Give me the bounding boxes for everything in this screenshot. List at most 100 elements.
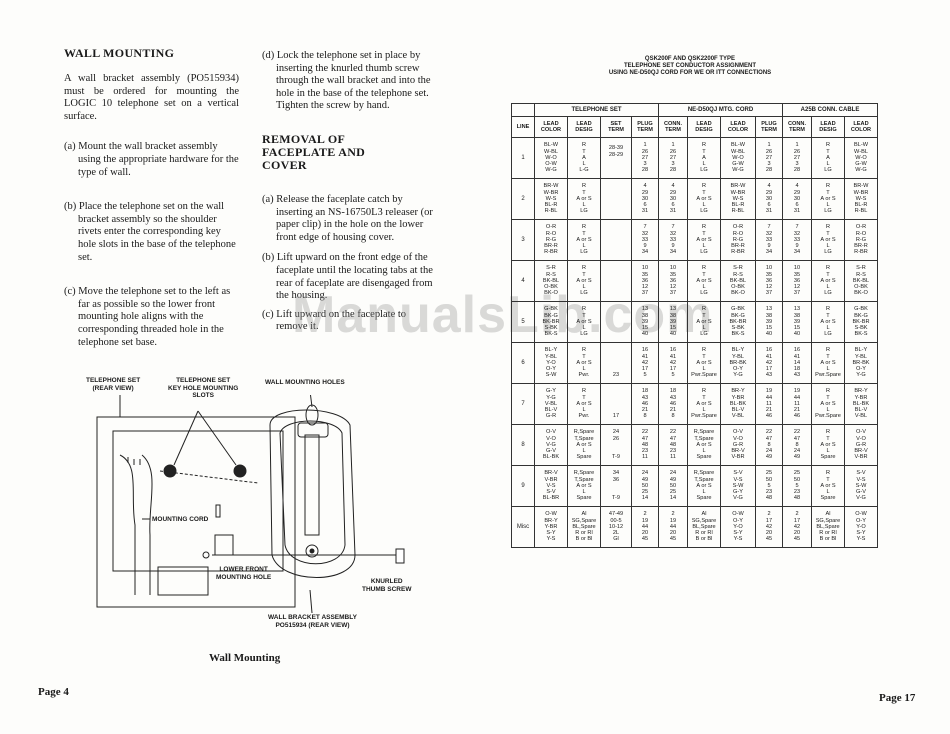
step-b-place: (b) Place the telephone set on the wall … (64, 201, 236, 263)
table-cell: O-W O-Y Y-O S-Y Y-S (720, 506, 756, 548)
step-d-lock: (d) Lock the telephone set in place by i… (262, 50, 431, 112)
key-hole-slot-right (233, 464, 247, 478)
table-cell: R,Spare T,Spare A or S L Spare (687, 465, 721, 507)
table-cell: G-BK BK-G BK-BR S-BK BK-S (720, 301, 756, 343)
table-cell: 16 41 14 18 43 (782, 342, 812, 384)
label-knurled-thumb-screw: KNURLED THUMB SCREW (362, 578, 412, 593)
table-cell: 13 38 39 15 40 (782, 301, 812, 343)
table-cell-line: 4 (511, 260, 535, 302)
left-column-2: (d) Lock the telephone set in place by i… (262, 50, 438, 334)
table-cell: R T A or S L Pwr.Spare (687, 342, 721, 384)
table-cell: BL-Y Y-BL BR-BK O-Y Y-G (844, 342, 878, 384)
col-lead-desig: LEAD DESIG (567, 116, 601, 138)
table-cell: 13 38 39 15 40 (631, 301, 659, 343)
col-plug-term-2: PLUG TERM (755, 116, 783, 138)
table-cell: R T A or S L LG (687, 301, 721, 343)
table-cell: 2 17 42 20 45 (782, 506, 812, 548)
col-plug-term: PLUG TERM (631, 116, 659, 138)
table-cell: R T A L L-G (567, 137, 601, 179)
table-cell: BL-W W-BL W-O O-W W-G (534, 137, 568, 179)
table-title: QSK200F AND QSK2200F TYPE TELEPHONE SET … (608, 56, 772, 76)
group-mtg-cord: NE-D50QJ MTG. CORD (658, 103, 783, 117)
table-cell: G-BK BK-G BK-BR S-BK BK-S (534, 301, 568, 343)
wall-mounting-diagram (96, 395, 405, 614)
table-cell: O-R R-O R-G BR-R R-BR (534, 219, 568, 261)
table-cell-line: 2 (511, 178, 535, 220)
col-lead-desig-2: LEAD DESIG (687, 116, 721, 138)
table-cell: 13 38 39 15 40 (755, 301, 783, 343)
table-cell: 47-49 00-5 10-12 2L Gl (600, 506, 632, 548)
table-cell: R T A L LG (687, 137, 721, 179)
table-cell: O-W O-Y Y-O S-Y Y-S (844, 506, 878, 548)
table-cell: BL-W W-BL W-O G-W W-G (844, 137, 878, 179)
table-cell: 7 32 33 9 34 (755, 219, 783, 261)
table-cell: R T A or S L Spare (811, 465, 845, 507)
table-cell: 4 29 30 6 31 (631, 178, 659, 220)
table-column-header-row: LINE LEAD COLOR LEAD DESIG SET TERM PLUG… (511, 116, 878, 138)
table-cell: 4 29 30 6 31 (658, 178, 688, 220)
table-cell: 2 19 44 20 45 (658, 506, 688, 548)
table-cell: 28-39 28-29 (600, 137, 632, 179)
table-cell: G-BK BK-G BK-BR S-BK BK-S (844, 301, 878, 343)
table-cell: G-Y Y-G V-BL BL-V G-R (534, 383, 568, 425)
table-cell (600, 178, 632, 220)
table-cell: 10 35 36 12 37 (658, 260, 688, 302)
group-telephone-set: TELEPHONE SET (534, 103, 659, 117)
left-column-1: WALL MOUNTING A wall bracket assembly (P… (64, 46, 239, 349)
table-cell: BL-Y Y-BL Y-O O-Y S-W (534, 342, 568, 384)
wall-mounting-heading: WALL MOUNTING (64, 46, 175, 60)
table-cell: 2 19 44 20 45 (631, 506, 659, 548)
table-cell: 16 41 42 17 5 (658, 342, 688, 384)
table-cell: 7 32 33 9 34 (658, 219, 688, 261)
table-cell: 1 26 27 3 28 (631, 137, 659, 179)
table-cell: R T A or S L LG (811, 260, 845, 302)
page-number-left: Page 4 (38, 686, 69, 698)
table-cell: R T A or S L Pwr.Spare (811, 342, 845, 384)
table-cell: O-R R-O R-G BR-R R-BR (720, 219, 756, 261)
table-cell-line: 5 (511, 301, 535, 343)
table-cell: BR-V V-BR V-S S-V BL-BR (534, 465, 568, 507)
label-telephone-set: TELEPHONE SET (REAR VIEW) (86, 377, 141, 392)
table-group-header-row: TELEPHONE SET NE-D50QJ MTG. CORD A25B CO… (511, 103, 878, 117)
table-cell: 1 26 27 3 28 (755, 137, 783, 179)
step-a-mount: (a) Mount the wall bracket assembly usin… (64, 141, 239, 178)
table-cell-line: 6 (511, 342, 535, 384)
step-c-move: (c) Move the telephone set to the left a… (64, 286, 231, 348)
label-wall-mounting-holes: WALL MOUNTING HOLES (265, 379, 345, 386)
removal-heading: REMOVAL OF FACEPLATE AND COVER (262, 131, 366, 172)
table-cell: 24 26 T-9 (600, 424, 632, 466)
table-cell: 22 47 48 23 11 (658, 424, 688, 466)
wall-mounting-intro: A wall bracket assembly (PO515934) must … (64, 73, 239, 122)
table-cell: R,Spare T,Spare A or S L Spare (567, 424, 601, 466)
page-number-right: Page 17 (879, 692, 916, 704)
table-cell: R T A or S L Pwr. (567, 342, 601, 384)
table-cell: 16 41 42 17 5 (631, 342, 659, 384)
table-cell (600, 260, 632, 302)
col-set-term: SET TERM (600, 116, 632, 138)
table-cell: R T A or S L LG (567, 260, 601, 302)
table-cell: R T A or S L Pwr.Spare (811, 383, 845, 425)
label-key-hole-slots: TELEPHONE SET KEY HOLE MOUNTING SLOTS (168, 377, 239, 399)
table-cell: S-V V-S S-W G-V V-G (844, 465, 878, 507)
telephone-set-rear-outline (96, 416, 296, 608)
col-conn-term-2: CONN. TERM (782, 116, 812, 138)
col-lead-color-3: LEAD COLOR (844, 116, 878, 138)
table-cell: 25 50 5 23 48 (755, 465, 783, 507)
table-cell: BR-W W-BR W-S BL-R R-BL (720, 178, 756, 220)
table-cell-line: 8 (511, 424, 535, 466)
table-cell: R T A or S L LG (567, 219, 601, 261)
table-cell: 4 29 30 6 31 (782, 178, 812, 220)
table-cell: O-V V-O V-G G-V BL-BK (534, 424, 568, 466)
table-cell-line: 7 (511, 383, 535, 425)
table-cell: 19 44 11 21 46 (782, 383, 812, 425)
table-cell: 22 47 8 24 49 (782, 424, 812, 466)
table-cell (600, 219, 632, 261)
table-cell: O-R R-O R-G BR-R R-BR (844, 219, 878, 261)
label-lower-front-hole: LOWER FRONT MOUNTING HOLE (216, 566, 272, 581)
